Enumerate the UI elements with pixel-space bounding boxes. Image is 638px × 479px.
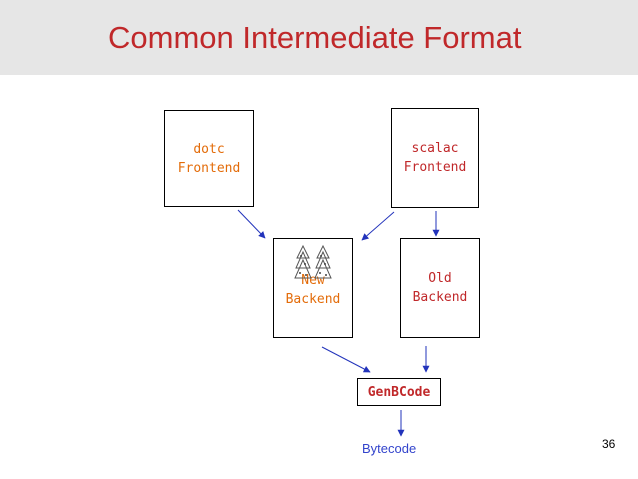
scalac-frontend-label: Frontend bbox=[403, 160, 467, 175]
dotc-frontend-label: Frontend bbox=[177, 160, 241, 176]
new-backend-box: New Backend bbox=[273, 238, 353, 338]
old-backend-box: Old Backend bbox=[400, 238, 480, 338]
arrow-new-to-genbcode bbox=[321, 346, 371, 373]
old-label: Old bbox=[428, 271, 452, 286]
arrow-scalac-to-new bbox=[361, 211, 395, 241]
page-number: 36 bbox=[602, 437, 616, 451]
new-backend-label: Backend bbox=[285, 292, 341, 307]
scalac-frontend-box: scalac Frontend bbox=[391, 108, 479, 208]
dotty-logo-icon bbox=[294, 244, 332, 279]
bytecode-label: Bytecode bbox=[362, 441, 417, 456]
dotc-label: dotc bbox=[193, 141, 225, 157]
genbcode-label: GenBCode bbox=[367, 384, 431, 400]
slide-title: Common Intermediate Format bbox=[108, 20, 522, 55]
genbcode-box: GenBCode bbox=[357, 378, 441, 406]
dotc-frontend-box: dotc Frontend bbox=[164, 110, 254, 207]
new-label: New bbox=[301, 273, 325, 288]
arrow-dotc-to-new bbox=[237, 209, 266, 239]
old-backend-label: Backend bbox=[412, 290, 468, 305]
title-bar: Common Intermediate Format bbox=[0, 0, 638, 75]
scalac-label: scalac bbox=[411, 141, 459, 156]
